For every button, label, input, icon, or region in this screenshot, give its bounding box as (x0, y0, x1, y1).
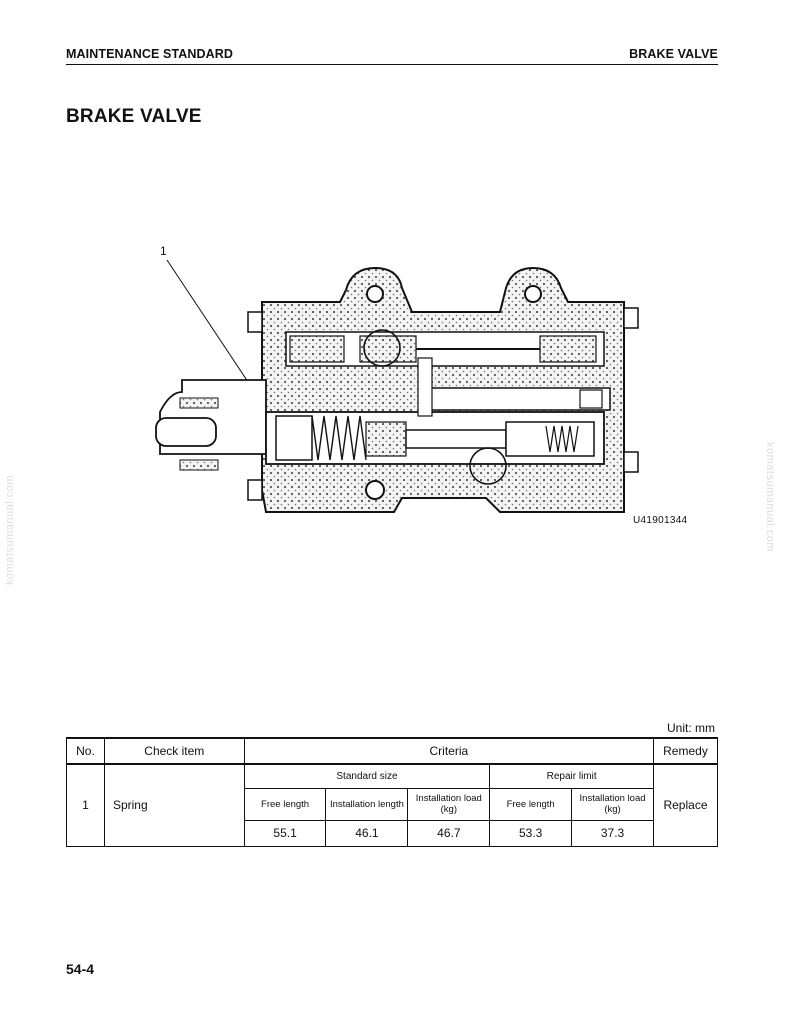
callout-number: 1 (160, 244, 167, 258)
maintenance-table: No. Check item Criteria Remedy 1 Spring … (66, 737, 719, 847)
passage-port (363, 329, 401, 367)
boot-bottom (179, 459, 219, 471)
header-remedy: Remedy (652, 737, 719, 765)
group-row: 1 Spring Standard size Repair limit Repl… (66, 763, 719, 847)
subheader-row: Free length Installation length Installa… (67, 787, 718, 821)
watermark-right: komatsumanual.com (764, 442, 776, 552)
page-number: 54-4 (66, 961, 95, 977)
header-check-item: Check item (103, 737, 245, 765)
group-standard-size: Standard size (243, 763, 491, 789)
upper-spool-left (289, 335, 345, 363)
mount-hole-bottom (365, 480, 385, 500)
bolt-top-right (623, 307, 639, 329)
upper-spool-mid (359, 335, 417, 363)
group-repair-limit: Repair limit (489, 763, 654, 789)
table-row: 55.1 46.1 46.7 53.3 37.3 (67, 819, 718, 847)
unit-label: Unit: mm (667, 721, 715, 735)
page-title: BRAKE VALVE (66, 106, 202, 127)
header-no: No. (66, 737, 105, 765)
sub-free-length: Free length (243, 787, 327, 821)
row-remedy: Replace (652, 763, 719, 847)
bolt-top-left (247, 311, 263, 333)
watermark-left: komatsumanual.com (4, 475, 16, 585)
small-spring (545, 425, 579, 453)
sub-repair-free-length: Free length (489, 787, 573, 821)
spring-seat (365, 421, 407, 457)
page-header: MAINTENANCE STANDARD BRAKE VALVE (66, 46, 718, 65)
value-installation-length: 46.1 (325, 819, 409, 847)
vertical-passage (417, 357, 433, 417)
value-repair-free-length: 53.3 (489, 819, 573, 847)
value-free-length: 55.1 (243, 819, 327, 847)
header-section-title: MAINTENANCE STANDARD (66, 47, 234, 61)
sub-installation-length: Installation length (325, 787, 409, 821)
spring (311, 415, 367, 461)
upper-spool-right (539, 335, 597, 363)
header-topic: BRAKE VALVE (629, 47, 718, 61)
clevis-jaw (155, 417, 217, 447)
lower-port (469, 447, 507, 485)
figure-code: U41901344 (633, 515, 688, 526)
middle-plug (579, 389, 603, 409)
sub-repair-installation-load: Installation load (kg) (571, 787, 654, 821)
row-no: 1 (66, 763, 105, 847)
row-item: Spring (103, 763, 245, 847)
brake-valve-drawing (155, 259, 639, 513)
spool-rod (405, 429, 507, 449)
mount-hole-right (524, 285, 542, 303)
value-repair-installation-load: 37.3 (571, 819, 654, 847)
bolt-bottom-right (623, 451, 639, 473)
value-installation-load: 46.7 (407, 819, 491, 847)
boot-top (179, 397, 219, 409)
sub-installation-load: Installation load (kg) (407, 787, 491, 821)
mount-hole-left (366, 285, 384, 303)
piston (275, 415, 313, 461)
table-header-row: No. Check item Criteria Remedy (66, 737, 719, 765)
bolt-bottom-left (247, 479, 263, 501)
header-criteria: Criteria (243, 737, 654, 765)
